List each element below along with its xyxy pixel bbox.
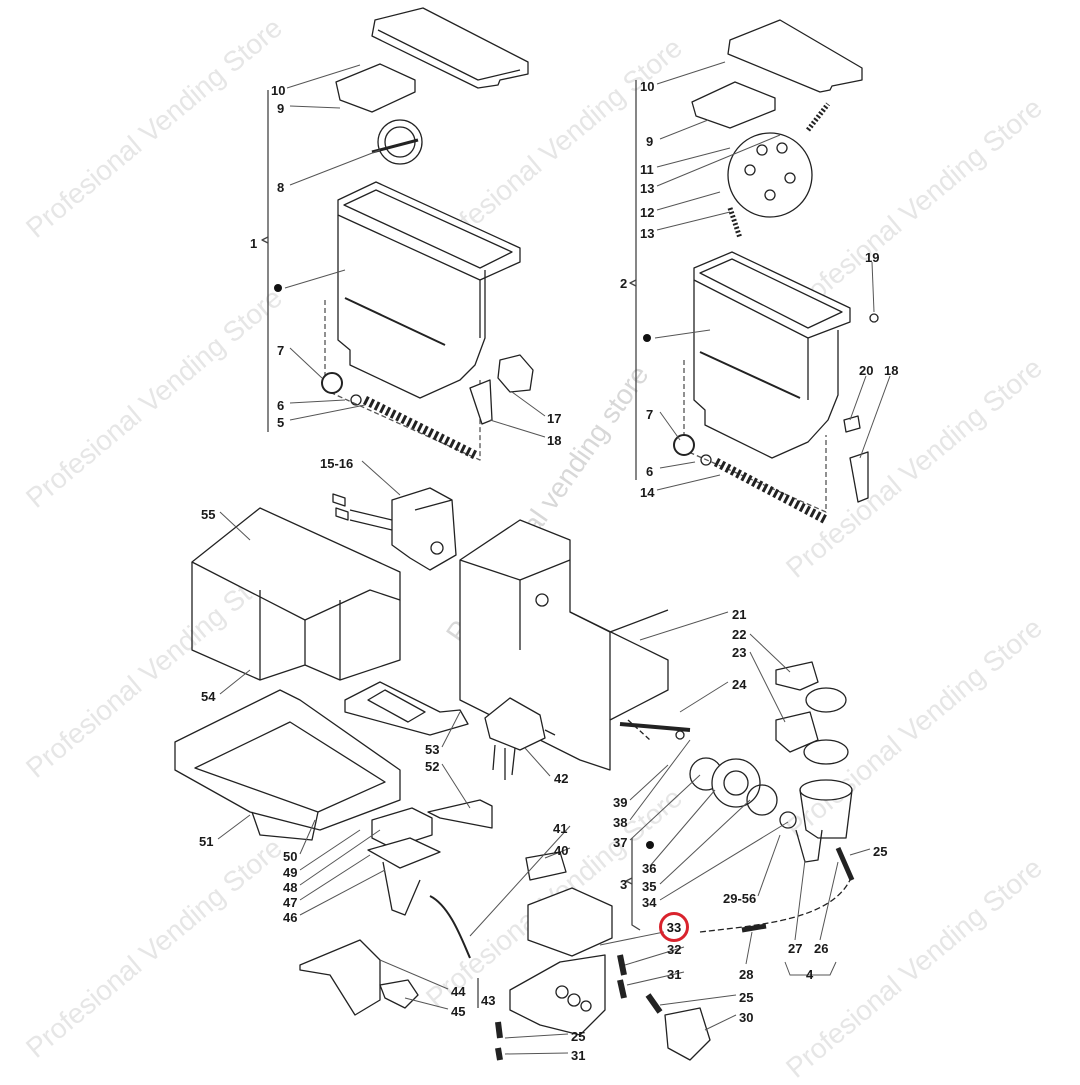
part-label-15-16: 15-16	[320, 456, 354, 471]
part-label-31: 31	[571, 1048, 586, 1063]
part-label-18: 18	[547, 433, 562, 448]
part-label-34: 34	[642, 895, 657, 910]
part-label-25: 25	[873, 844, 888, 859]
part-label-39: 39	[613, 795, 628, 810]
part-label-28: 28	[739, 967, 754, 982]
part-label-41: 41	[553, 821, 568, 836]
group-label-43: 43	[481, 993, 496, 1008]
part-label-18: 18	[884, 363, 899, 378]
part-label-6: 6	[277, 398, 285, 413]
part-label-54: 54	[201, 689, 216, 704]
part-label-22: 22	[732, 627, 747, 642]
part-label-36: 36	[642, 861, 657, 876]
group-label-3: 3	[620, 877, 628, 892]
part-label-13: 13	[640, 181, 655, 196]
part-label-29-56: 29-56	[723, 891, 757, 906]
part-label-51: 51	[199, 834, 214, 849]
part-label-17: 17	[547, 411, 562, 426]
part-label-40: 40	[554, 843, 569, 858]
part-label-49: 49	[283, 865, 298, 880]
part-label-8: 8	[277, 180, 285, 195]
part-label-37: 37	[613, 835, 628, 850]
part-label-26: 26	[814, 941, 829, 956]
highlighted-part-label-33[interactable]: 33	[659, 912, 689, 942]
part-label-23: 23	[732, 645, 747, 660]
part-label-46: 46	[283, 910, 298, 925]
part-label-48: 48	[283, 880, 298, 895]
part-label-7: 7	[277, 343, 285, 358]
gear-icon	[727, 132, 813, 218]
part-label-9: 9	[646, 134, 654, 149]
part-label-32: 32	[667, 942, 682, 957]
part-label-25: 25	[571, 1029, 586, 1044]
part-label-6: 6	[646, 464, 654, 479]
part-label-20: 20	[859, 363, 874, 378]
part-label-38: 38	[613, 815, 628, 830]
part-label-19: 19	[865, 250, 880, 265]
gear-icon	[371, 119, 423, 165]
part-label-52: 52	[425, 759, 440, 774]
part-label-13: 13	[640, 226, 655, 241]
part-label-42: 42	[554, 771, 569, 786]
part-label-24: 24	[732, 677, 747, 692]
part-label-53: 53	[425, 742, 440, 757]
part-label-45: 45	[451, 1004, 466, 1019]
part-label-47: 47	[283, 895, 298, 910]
part-label-31: 31	[667, 967, 682, 982]
part-label-14: 14	[640, 485, 655, 500]
part-label-7: 7	[646, 407, 654, 422]
part-label-30: 30	[739, 1010, 754, 1025]
part-label-11: 11	[640, 162, 654, 177]
group-label-2: 2	[620, 276, 628, 291]
part-label-10: 10	[640, 79, 655, 94]
part-label-50: 50	[283, 849, 298, 864]
group-label-1: 1	[250, 236, 258, 251]
part-label-55: 55	[201, 507, 216, 522]
group-label-4: 4	[806, 967, 814, 982]
part-label-44: 44	[451, 984, 466, 999]
part-label-25: 25	[739, 990, 754, 1005]
part-label-12: 12	[640, 205, 655, 220]
part-label-9: 9	[277, 101, 285, 116]
part-label-35: 35	[642, 879, 657, 894]
part-label-21: 21	[732, 607, 747, 622]
part-label-27: 27	[788, 941, 803, 956]
part-label-5: 5	[277, 415, 285, 430]
part-label-10: 10	[271, 83, 286, 98]
